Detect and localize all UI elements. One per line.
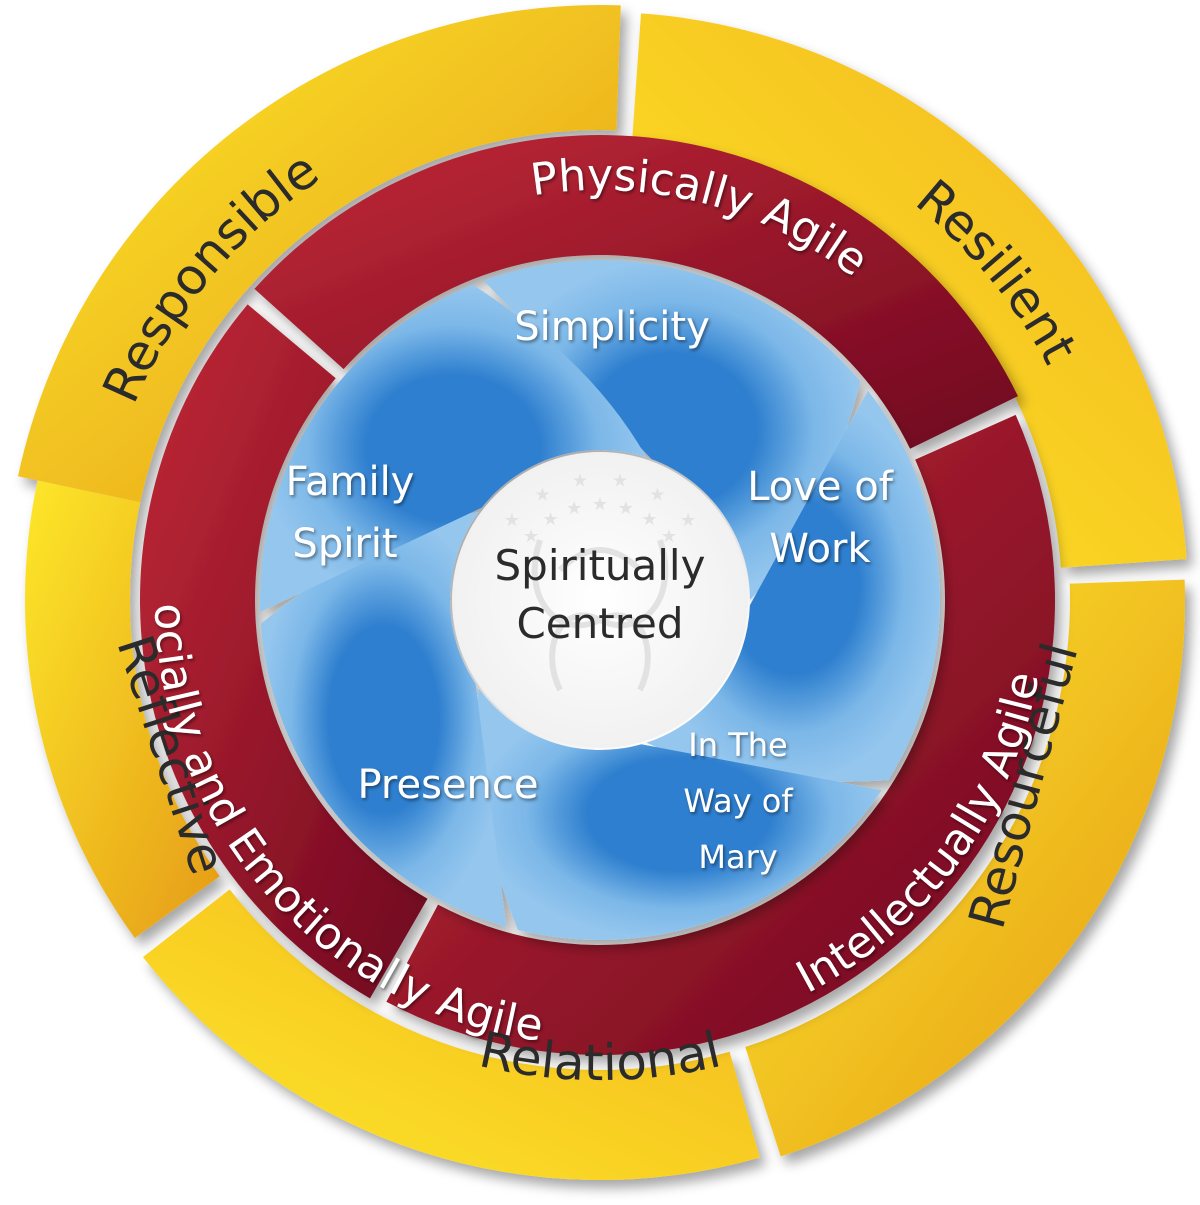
- star-icon: ★: [572, 471, 588, 492]
- monogram-icon: [531, 539, 669, 692]
- core-circle: ★★★★★★★★★★★★★ Spiritually Centred: [452, 452, 748, 748]
- inner-segment-love-of-work: [646, 390, 941, 782]
- star-icon: ★: [649, 484, 665, 505]
- inner-ring-labels: Simplicity Love of Work In The Way of Ma…: [286, 304, 894, 876]
- star-icon: ★: [523, 526, 539, 547]
- star-icon: ★: [618, 498, 634, 519]
- star-icon: ★: [592, 494, 608, 515]
- label-presence: Presence: [358, 762, 539, 808]
- star-icon: ★: [566, 498, 582, 519]
- label-way-of-mary-line2: Way of: [683, 782, 793, 820]
- inner-ring: [260, 260, 941, 941]
- outer-segment-relational: [142, 889, 760, 1180]
- label-family-spirit-line1: Family: [286, 459, 415, 505]
- star-icon: ★: [612, 471, 628, 492]
- star-icon: ★: [504, 510, 520, 531]
- outer-segment-reflective: [25, 480, 220, 938]
- star-icon: ★: [680, 510, 696, 531]
- star-icon: ★: [641, 509, 657, 530]
- core-label-line1: Spiritually: [495, 541, 706, 590]
- middle-segment-intellectually-agile: [139, 304, 428, 999]
- outer-segment-resourceful: [745, 579, 1186, 1157]
- label-love-of-work-line2: Work: [769, 526, 871, 572]
- middle-ring: [139, 135, 1055, 1055]
- label-simplicity: Simplicity: [514, 304, 710, 350]
- label-love-of-work-line1: Love of: [747, 464, 894, 510]
- inner-segment-family-spirit: [260, 284, 647, 612]
- middle-segment-physically-agile: [254, 135, 1018, 449]
- stars-emblem-icon: ★★★★★★★★★★★★★: [504, 471, 696, 547]
- star-icon: ★: [661, 526, 677, 547]
- inner-segment-way-of-mary: [476, 688, 882, 941]
- core-label-line2: Centred: [516, 599, 683, 648]
- star-icon: ★: [542, 509, 558, 530]
- outer-ring: [18, 4, 1187, 1180]
- label-way-of-mary-line3: Mary: [698, 838, 777, 876]
- label-family-spirit-line2: Spirit: [292, 521, 397, 567]
- outer-segment-responsible: [18, 4, 621, 503]
- middle-segment-socially-emotionally-agile: [386, 414, 1055, 1055]
- star-icon: ★: [534, 484, 550, 505]
- label-way-of-mary-line1: In The: [688, 726, 787, 764]
- outer-segment-resilient: [632, 13, 1187, 568]
- inner-segment-simplicity: [483, 260, 861, 600]
- inner-segment-presence: [260, 511, 507, 927]
